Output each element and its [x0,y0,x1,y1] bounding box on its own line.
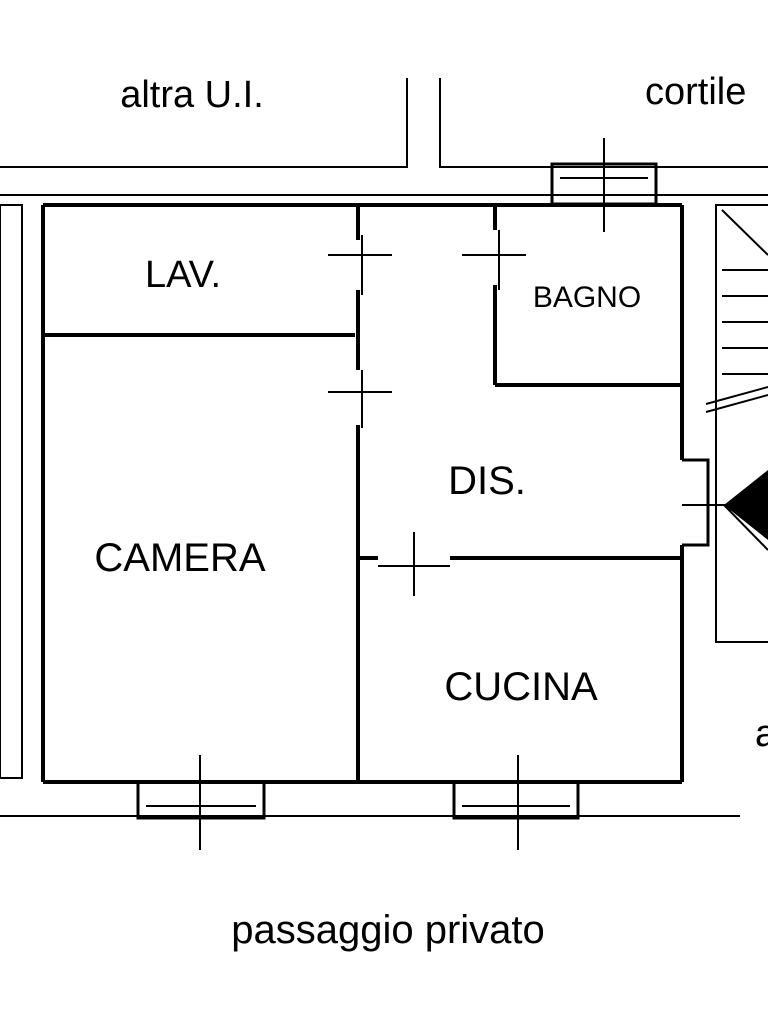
laundry-label: LAV. [145,254,221,296]
door-bathroom [462,230,526,290]
entrance-arrow-icon [724,470,768,540]
courtyard-label: cortile [645,71,746,113]
left-wall-strip [0,204,23,779]
window-bathroom [550,138,658,232]
door-kitchen [378,532,450,596]
interior-walls [43,205,682,782]
bathroom-label: BAGNO [533,281,641,314]
private-passage-label: passaggio privato [231,908,545,952]
hallway-label: DIS. [448,459,526,503]
door-bedroom [328,370,392,428]
context-lines [0,78,768,817]
staircase [705,204,768,643]
windows [136,138,658,850]
window-bedroom [136,755,266,850]
right-edge-label: a [755,713,768,755]
neighbour-unit-label: altra U.I. [120,74,264,116]
neighbour-unit-boundary [0,78,408,168]
window-kitchen [452,755,580,850]
doors [328,230,740,596]
bedroom-label: CAMERA [94,536,265,580]
right-wall-niche [682,458,710,547]
door-laundry [328,235,392,295]
kitchen-label: CUCINA [444,665,598,709]
stair-outline [715,204,768,643]
courtyard-boundary [439,78,768,168]
stair-diagonal [721,209,768,256]
